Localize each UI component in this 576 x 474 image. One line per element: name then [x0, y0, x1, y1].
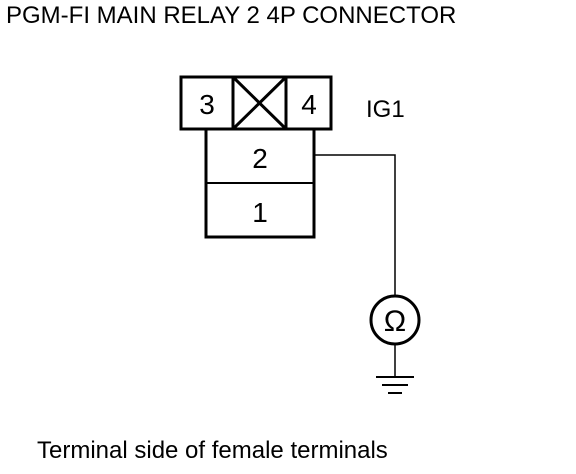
terminal-1-label: 1 [252, 197, 268, 228]
terminal-4-label: 4 [301, 89, 317, 120]
terminal-2-label: 2 [252, 143, 268, 174]
signal-label: IG1 [366, 96, 405, 123]
test-lead-wire [314, 154, 396, 295]
connector-top-row: 3 4 [179, 75, 333, 131]
ohm-symbol: Ω [384, 305, 406, 338]
x-cross-icon [231, 75, 288, 131]
diagram-title: PGM-FI MAIN RELAY 2 4P CONNECTOR [6, 2, 457, 29]
ohmmeter-icon: Ω [369, 294, 421, 346]
terminal-3-label: 3 [199, 89, 215, 120]
connector-lower-body: 2 1 [204, 127, 316, 239]
diagram-caption: Terminal side of female terminals [37, 437, 388, 464]
ground-icon [376, 376, 414, 394]
